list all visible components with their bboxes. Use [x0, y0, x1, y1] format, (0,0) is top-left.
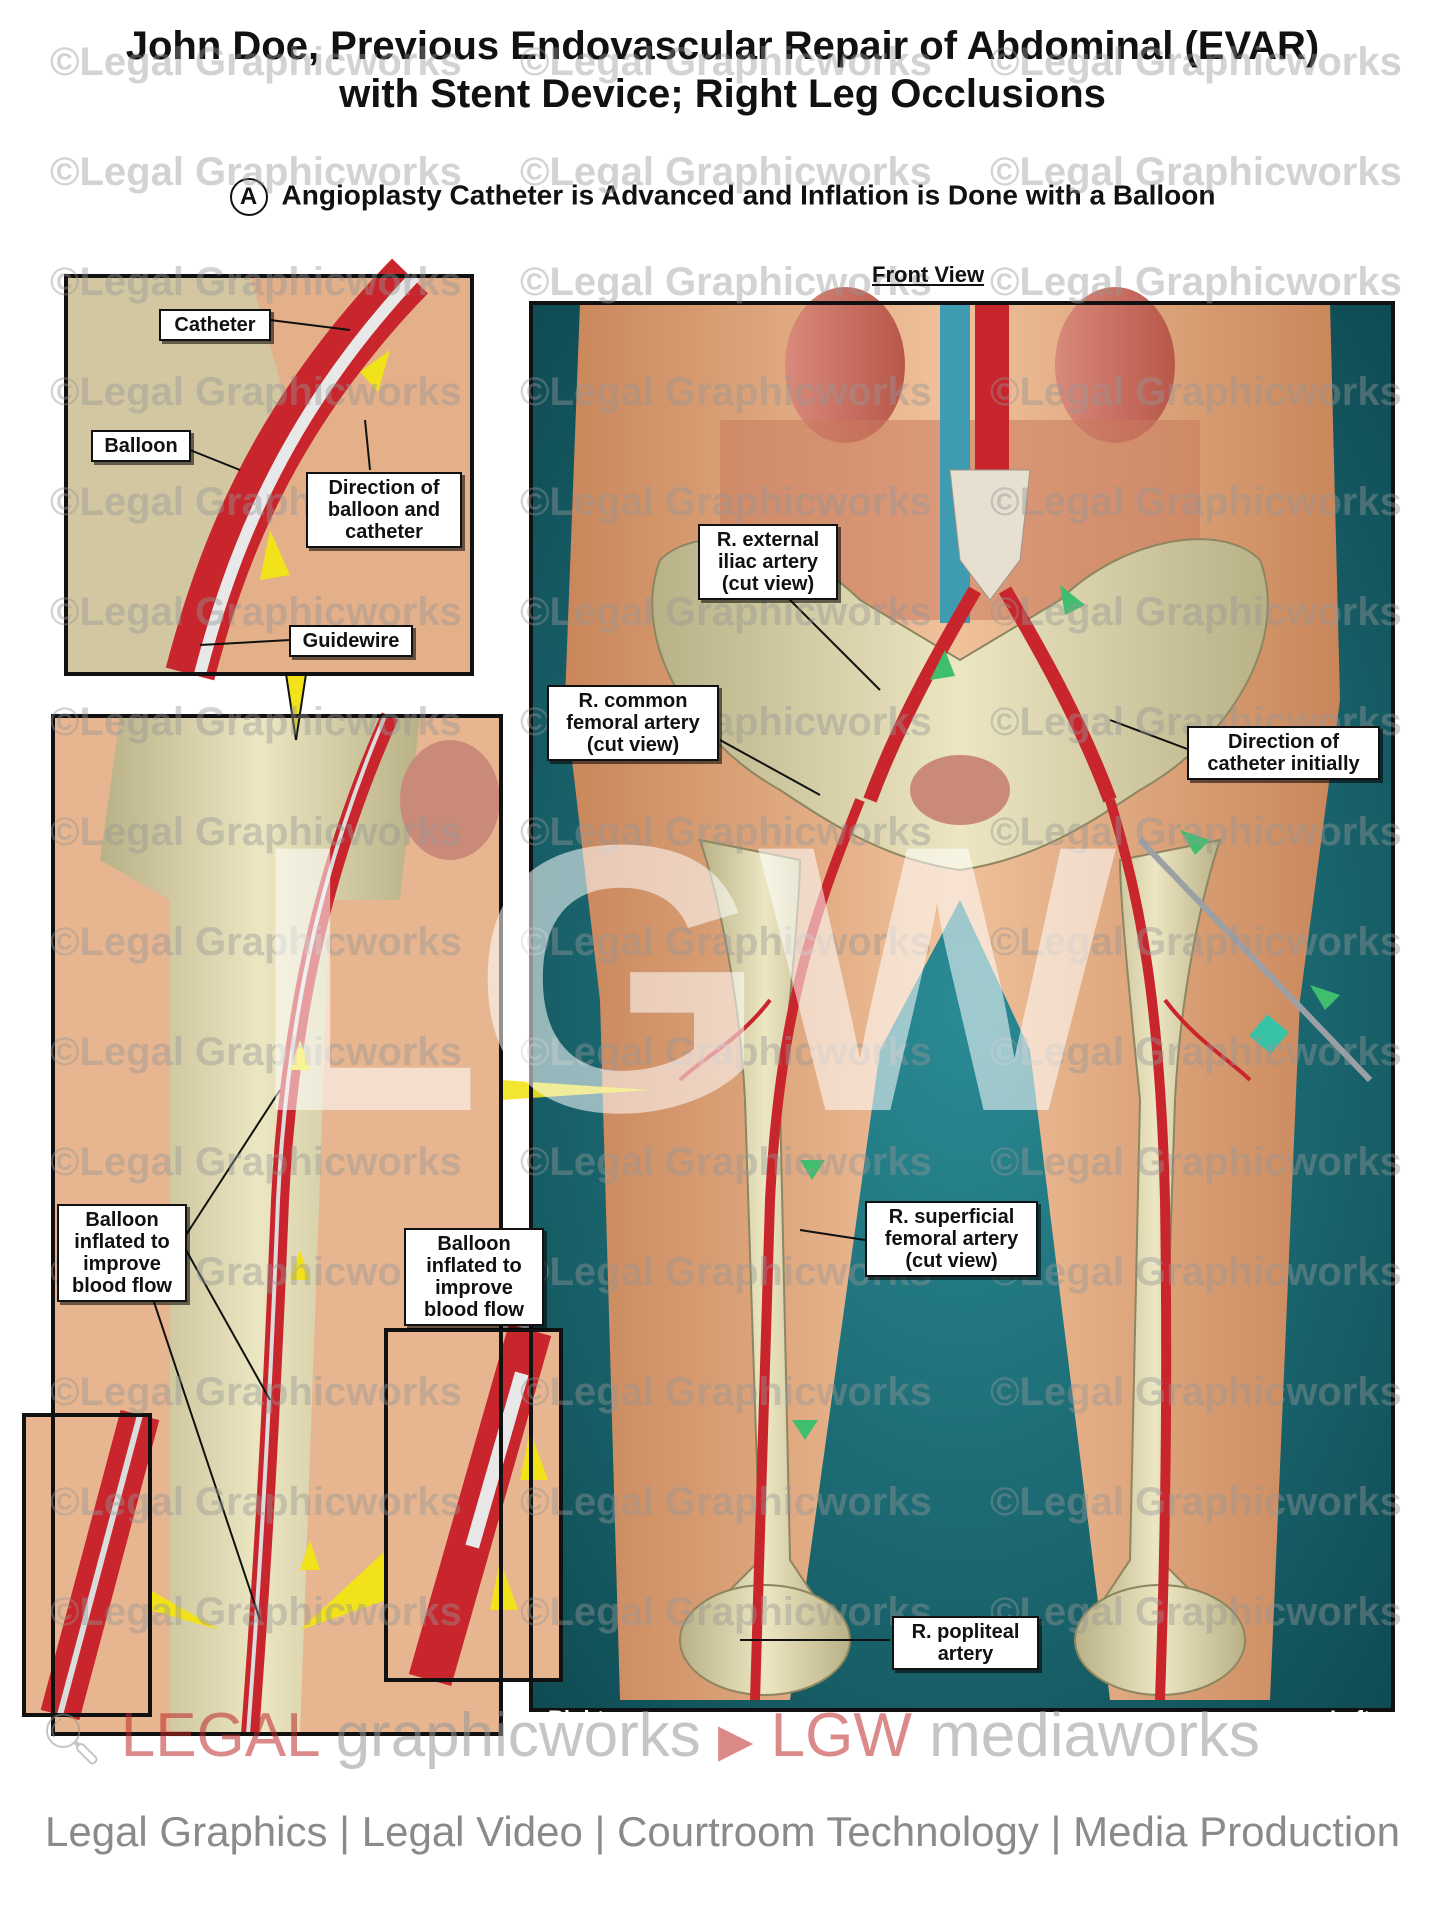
side-label-right: Right [548, 1706, 605, 1731]
play-icon: ▶ [718, 1714, 754, 1766]
label-catheter-direction: Direction of catheter initially [1187, 726, 1380, 780]
label-catheter: Catheter [159, 309, 271, 341]
subtitle-text: Angioplasty Catheter is Advanced and Inf… [281, 179, 1216, 211]
inset-bottom-left-illustration [24, 1409, 160, 1721]
title-line-1: John Doe, Previous Endovascular Repair o… [125, 24, 1320, 68]
brand-lgw: LGW [770, 1701, 912, 1770]
label-common-femoral-artery: R. common femoral artery (cut view) [547, 685, 719, 761]
magnifier-icon: 🔍︎ [40, 1711, 104, 1767]
label-guidewire: Guidewire [289, 625, 413, 657]
subtitle: A Angioplasty Catheter is Advanced and In… [0, 178, 1445, 216]
title-line-2: with Stent Device; Right Leg Occlusions [339, 72, 1106, 116]
footer-tagline: Legal Graphics | Legal Video | Courtroom… [45, 1808, 1400, 1855]
label-balloon: Balloon [91, 430, 191, 462]
brand-mediaworks: mediaworks [929, 1701, 1260, 1770]
lgw-watermark-logo: LGW [250, 766, 1116, 1191]
label-ext-iliac-artery: R. external iliac artery (cut view) [698, 524, 838, 600]
label-superficial-femoral-artery: R. superficial femoral artery (cut view) [865, 1201, 1038, 1277]
label-popliteal-artery: R. popliteal artery [892, 1616, 1039, 1670]
front-view-heading: Front View [872, 262, 985, 287]
brand-legal: LEGAL [120, 1701, 319, 1770]
step-marker: A [229, 178, 268, 216]
side-label-left: Left [1330, 1706, 1371, 1731]
label-balloon-inflated-left: Balloon inflated to improve blood flow [57, 1204, 187, 1302]
brand-watermark: 🔍︎ LEGAL graphicworks ▶ LGW mediaworks [40, 1700, 1260, 1771]
label-direction-balloon-catheter: Direction of balloon and catheter [306, 472, 462, 548]
main-front-view [531, 287, 1393, 1710]
brand-graphicworks: graphicworks [335, 1701, 701, 1770]
label-balloon-inflated-right: Balloon inflated to improve blood flow [404, 1228, 544, 1326]
inset-bottom-right-illustration [386, 1323, 561, 1687]
